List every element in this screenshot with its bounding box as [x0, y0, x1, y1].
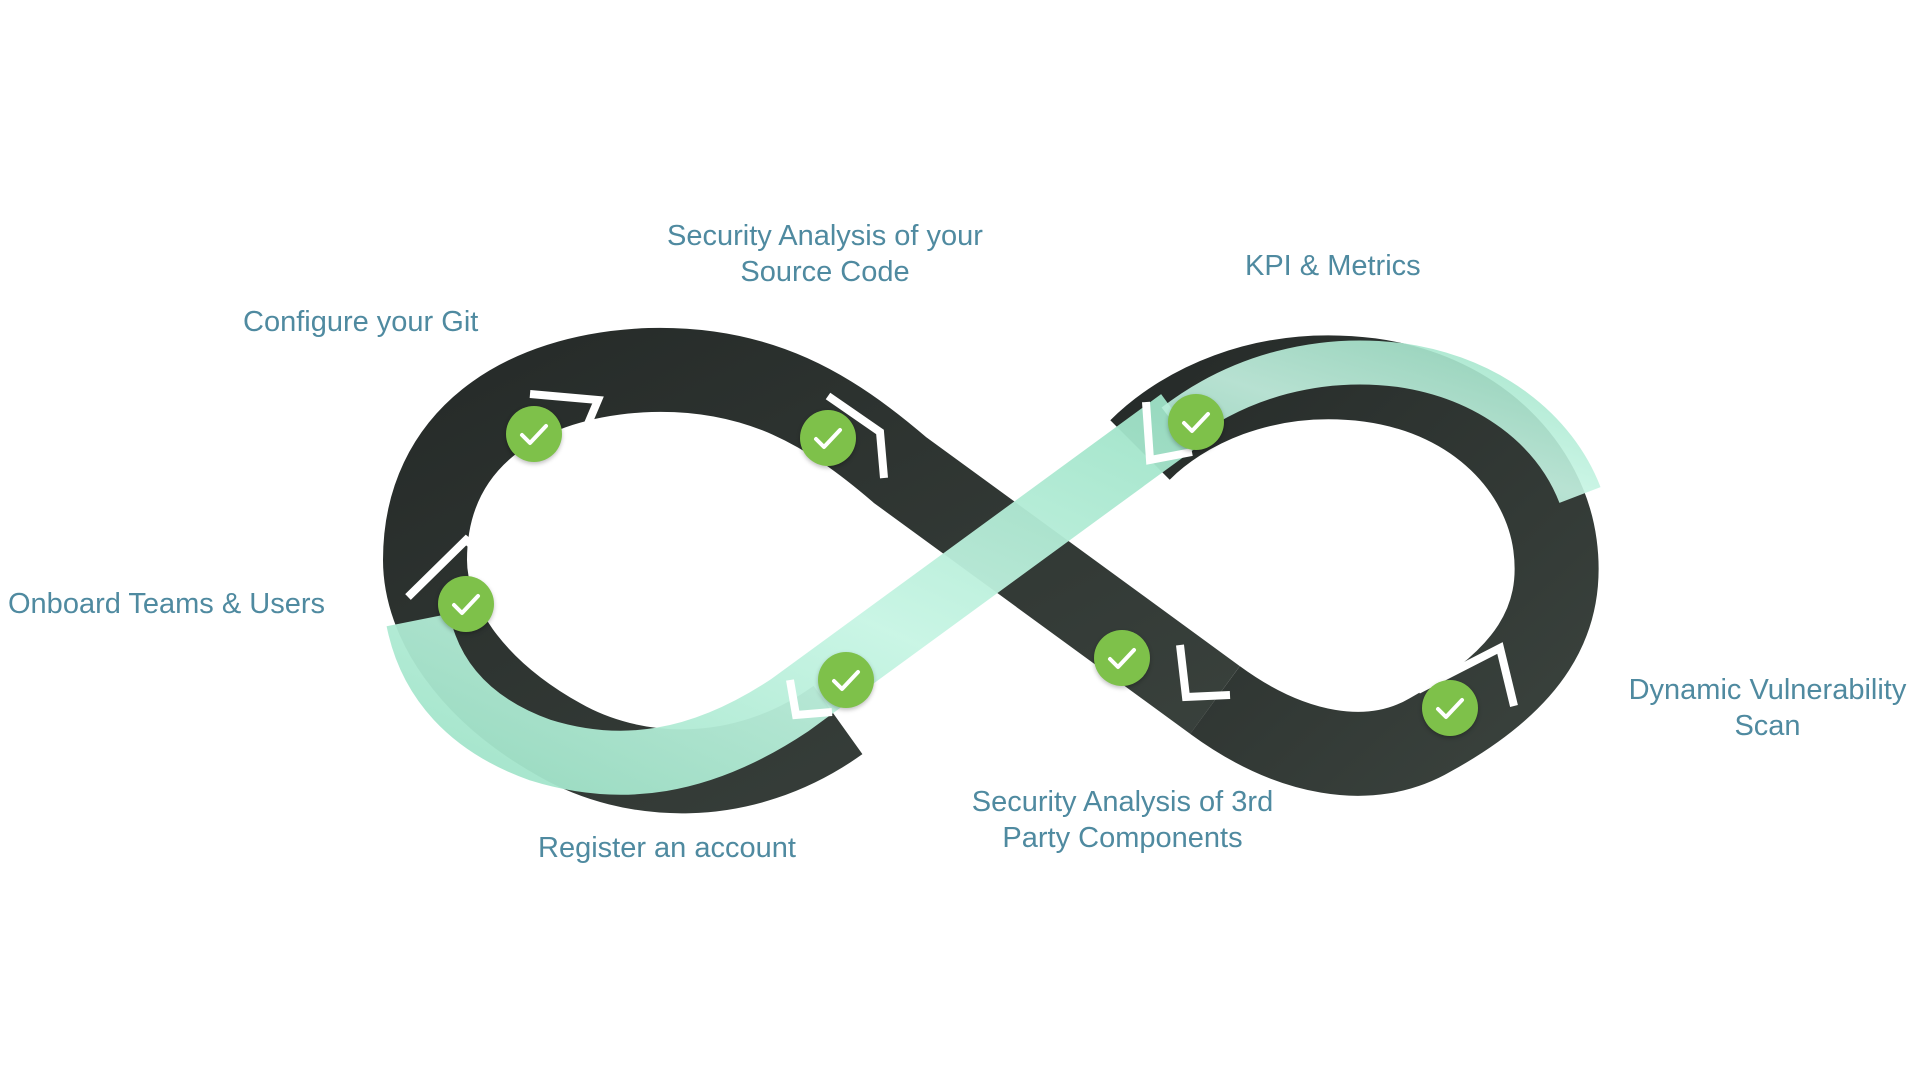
step-label-dynamic: Dynamic Vulnerability Scan: [1628, 674, 1907, 742]
check-badge-git: [506, 406, 562, 462]
check-badge-dynamic: [1422, 680, 1478, 736]
step-label-register: Register an account: [538, 832, 796, 864]
checkmark-icon: [1436, 698, 1464, 719]
check-badge-register: [818, 652, 874, 708]
loop-mint-crossing: [386, 394, 1199, 795]
check-badge-kpi: [1168, 394, 1224, 450]
loop-mint-right-top: [1161, 340, 1601, 504]
checkmark-icon: [520, 424, 548, 445]
step-label-kpi: KPI & Metrics: [1245, 250, 1421, 282]
checkmark-icon: [452, 594, 480, 615]
check-badge-thirdparty: [1094, 630, 1150, 686]
checkmark-icon: [814, 428, 842, 449]
step-label-thirdparty: Security Analysis of 3rd Party Component…: [971, 786, 1274, 854]
checkmark-icon: [1182, 412, 1210, 433]
check-badge-onboard: [438, 576, 494, 632]
checkmark-icon: [832, 670, 860, 691]
checkmark-icon: [1108, 648, 1136, 669]
step-label-git: Configure your Git: [243, 306, 479, 338]
segment-dividers: [405, 390, 1518, 720]
check-badge-source: [800, 410, 856, 466]
step-label-onboard: Onboard Teams & Users: [8, 588, 325, 620]
step-label-source: Security Analysis of your Source Code: [667, 220, 983, 288]
